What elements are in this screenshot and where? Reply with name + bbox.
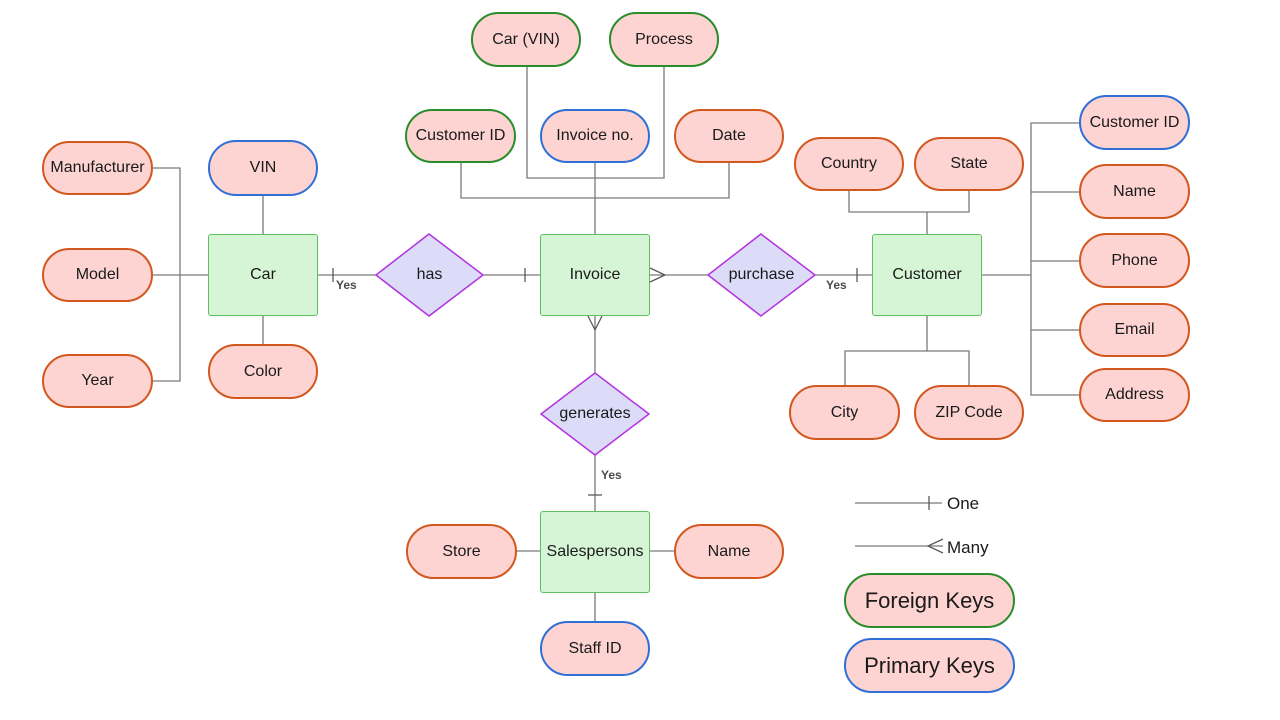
entity-invoice: Invoice xyxy=(540,234,650,316)
participation-car-has: Yes xyxy=(336,278,357,292)
relationship-has-shape xyxy=(374,233,485,317)
attribute-model: Model xyxy=(42,248,153,302)
attribute-car-vin: Car (VIN) xyxy=(471,12,581,67)
relationship-has: has xyxy=(376,234,483,316)
attribute-country: Country xyxy=(794,137,904,191)
attribute-customer-id: Customer ID xyxy=(1079,95,1190,150)
legend-one-label: One xyxy=(947,494,980,513)
attribute-state: State xyxy=(914,137,1024,191)
entity-salespersons: Salespersons xyxy=(540,511,650,593)
relationship-generates-label: generates xyxy=(559,405,631,422)
attribute-salesperson-name: Name xyxy=(674,524,784,579)
attribute-date: Date xyxy=(674,109,784,163)
attribute-year: Year xyxy=(42,354,153,408)
entity-customer: Customer xyxy=(872,234,982,316)
attribute-customer-name: Name xyxy=(1079,164,1190,219)
attribute-city: City xyxy=(789,385,900,440)
relationship-generates-shape xyxy=(539,372,651,456)
attribute-email: Email xyxy=(1079,303,1190,357)
legend-many-label: Many xyxy=(947,538,989,557)
legend-primary-keys: Primary Keys xyxy=(844,638,1015,693)
relationship-purchase-shape xyxy=(706,233,817,317)
attribute-store: Store xyxy=(406,524,517,579)
relationship-has-label: has xyxy=(416,266,443,283)
attribute-manufacturer: Manufacturer xyxy=(42,141,153,195)
relationship-purchase: purchase xyxy=(708,234,815,316)
attribute-phone: Phone xyxy=(1079,233,1190,288)
attribute-zip-code: ZIP Code xyxy=(914,385,1024,440)
participation-generates-salespersons: Yes xyxy=(601,468,622,482)
attribute-invoice-customer-id: Customer ID xyxy=(405,109,516,163)
attribute-color: Color xyxy=(208,344,318,399)
relationship-generates: generates xyxy=(541,373,649,455)
attribute-process: Process xyxy=(609,12,719,67)
participation-customer-purchase: Yes xyxy=(826,278,847,292)
attribute-address: Address xyxy=(1079,368,1190,422)
legend-foreign-keys: Foreign Keys xyxy=(844,573,1015,628)
entity-car: Car xyxy=(208,234,318,316)
attribute-invoice-no: Invoice no. xyxy=(540,109,650,163)
relationship-purchase-label: purchase xyxy=(728,266,795,283)
attribute-staff-id: Staff ID xyxy=(540,621,650,676)
attribute-vin: VIN xyxy=(208,140,318,196)
